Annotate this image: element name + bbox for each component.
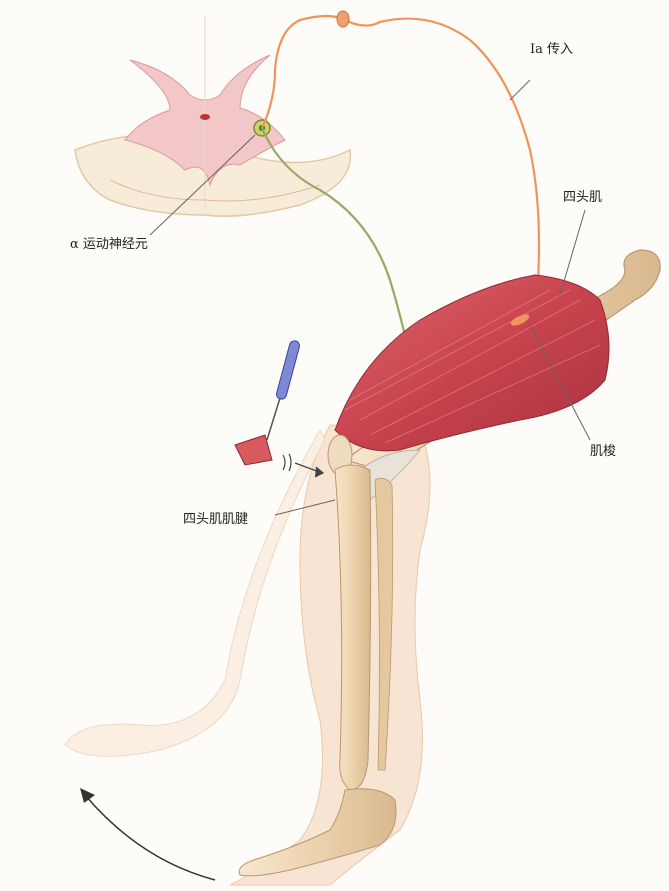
label-muscle-spindle: 肌梭 [590,440,616,459]
leg-swing-ghost [65,430,325,756]
leg-skin-outline [230,425,430,885]
leg-swing-arrow [80,788,215,880]
label-alpha-motor-neuron: α 运动神经元 [70,233,148,252]
hammer-handle [275,340,300,401]
label-quadriceps-tendon: 四头肌肌腱 [183,508,248,527]
spinal-cord-section [75,15,350,216]
label-quadriceps: 四头肌 [563,186,602,205]
reflex-hammer [235,340,301,465]
quadriceps-muscle [335,275,609,451]
central-canal [200,114,210,120]
dorsal-root-ganglion [337,11,349,27]
hammer-head [235,435,272,465]
label-ia-afferent: Ia 传入 [530,38,573,57]
tibia-fibula-bones [335,465,393,790]
